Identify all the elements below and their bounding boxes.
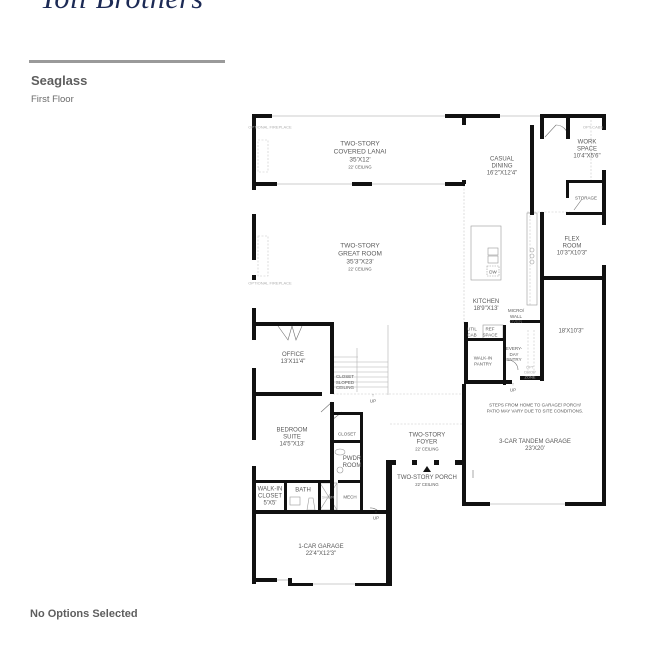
dishwasher-label: DW <box>489 269 497 275</box>
entry-arrow-icon <box>423 466 431 472</box>
stairs-up-label: ↑UP <box>369 392 377 404</box>
entry-up-label: ↑UP <box>509 381 517 393</box>
optional-fireplace-label: OPTIONAL FIREPLACE <box>248 124 292 130</box>
door-swings <box>277 124 583 515</box>
fixtures <box>289 212 538 511</box>
header-divider <box>29 60 225 63</box>
window-lines <box>272 115 565 585</box>
opt-cabs-label: OPT CABS <box>582 124 604 130</box>
room-storage[interactable]: STORAGE <box>575 195 597 201</box>
garage-steps-note: STEPS FROM HOME TO GARAGE/ PORCH/PATIO M… <box>486 402 584 414</box>
floor-name: First Floor <box>31 94 74 105</box>
plan-name: Seaglass <box>31 73 88 88</box>
room-garage-bay[interactable]: 18'X10'3" <box>558 328 584 335</box>
window-openings <box>252 125 606 466</box>
brand-logo: Toll Brothers <box>40 0 204 16</box>
options-status: No Options Selected <box>30 608 138 620</box>
shower-label: SHWR <box>321 494 335 500</box>
dashed-lines <box>257 120 592 425</box>
room-mech[interactable]: MECH <box>343 494 357 500</box>
garage-up-label: ↑UP <box>372 509 380 521</box>
room-closet[interactable]: CLOSET <box>337 431 357 437</box>
walls <box>252 114 606 586</box>
room-bath[interactable]: BATH <box>295 487 311 494</box>
optional-fireplace-label-2: OPTIONAL FIREPLACE <box>248 280 292 286</box>
